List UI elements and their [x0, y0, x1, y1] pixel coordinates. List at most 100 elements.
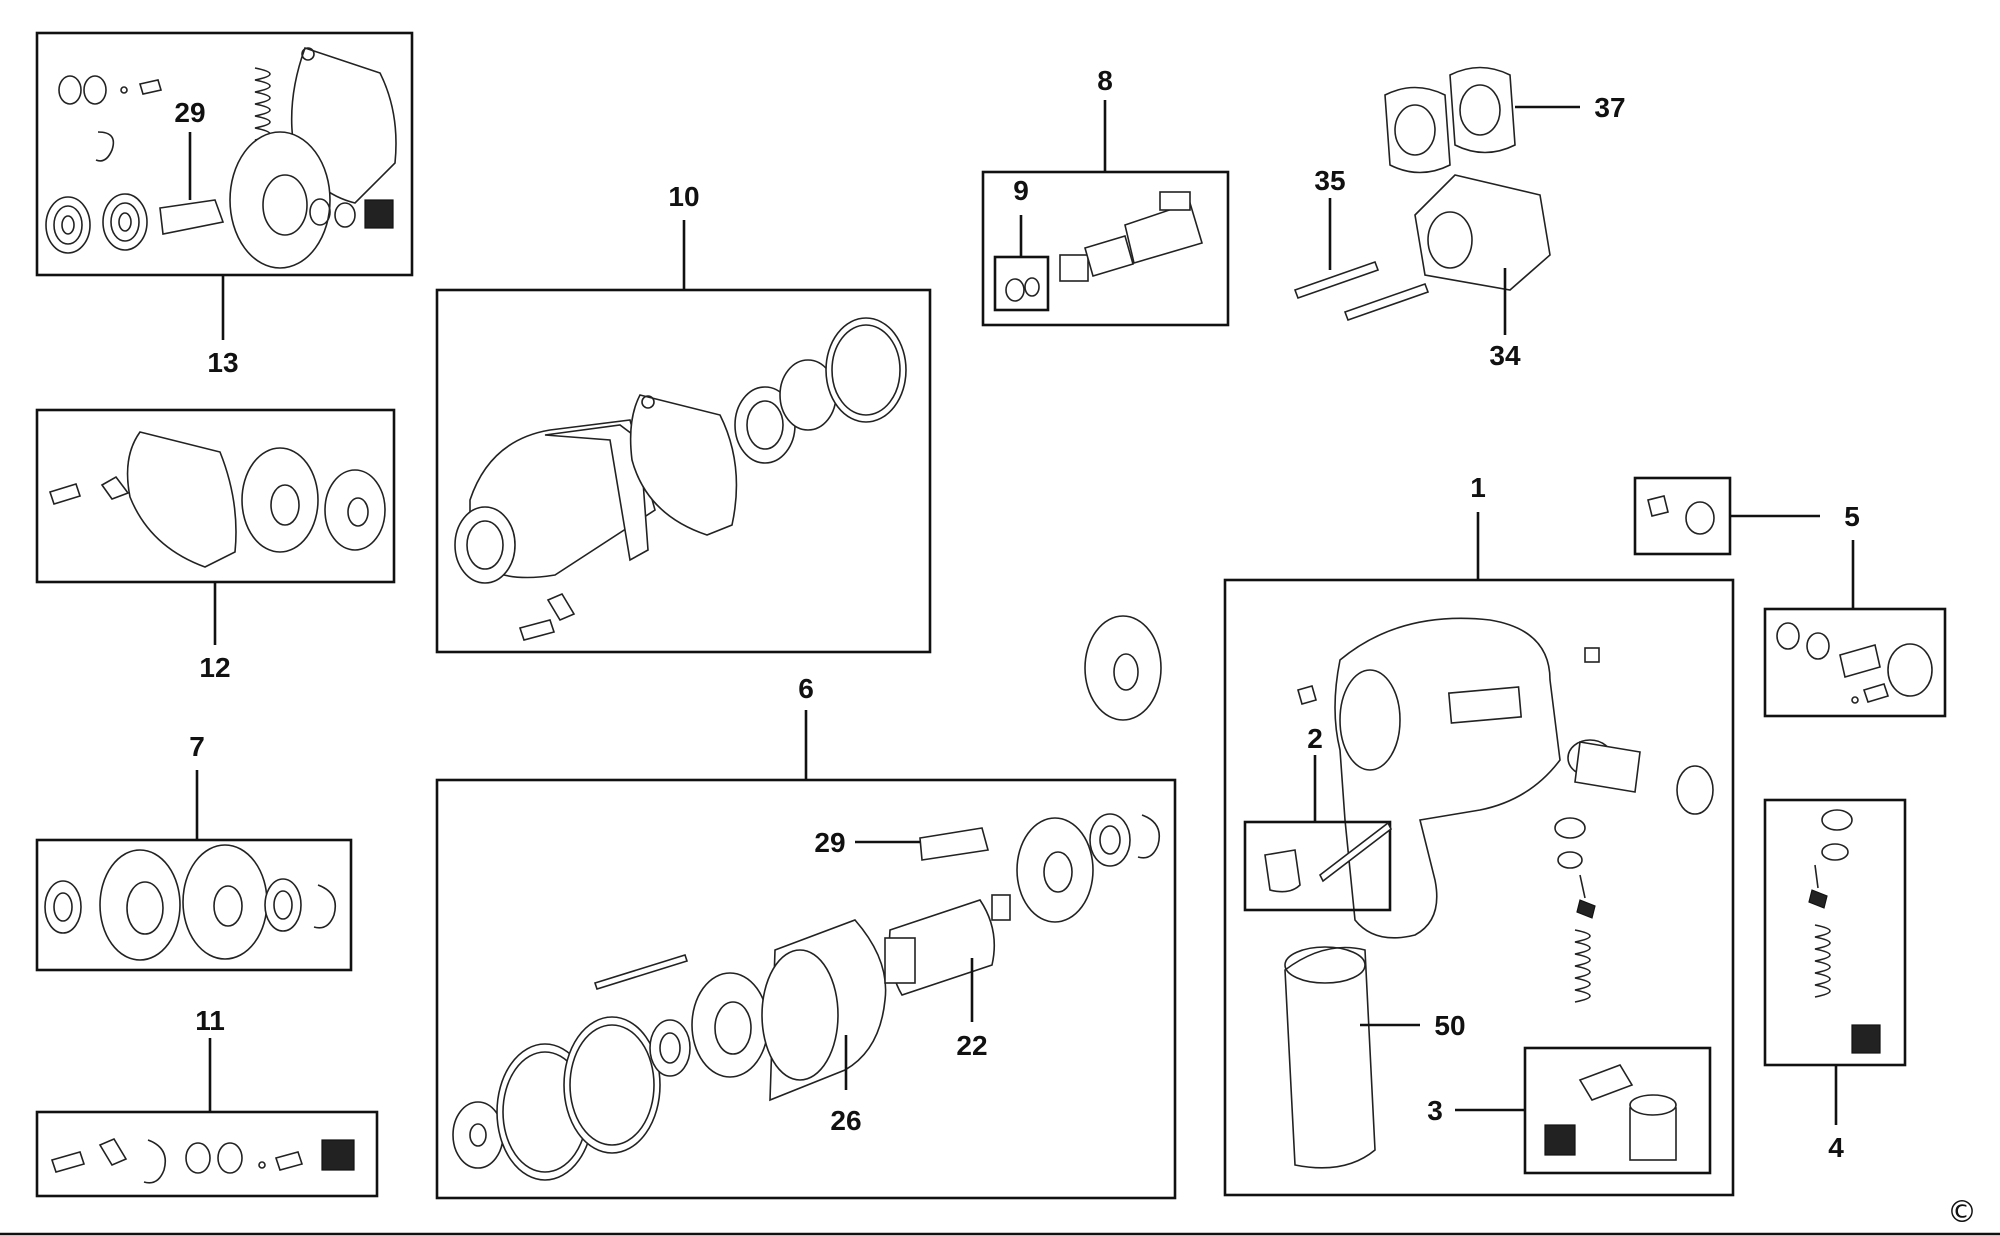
bearing-icon: [44, 880, 82, 934]
anvil-shaft-icon: [1059, 191, 1203, 282]
clip-icon: [95, 131, 115, 162]
bracket-icon: [100, 475, 130, 500]
group-8: 8 9: [981, 65, 1230, 327]
spring-icon: [1574, 929, 1591, 1003]
trigger-icon: [1264, 849, 1301, 893]
rotor-blade-icon: [159, 199, 225, 235]
end-plate-icon: [691, 972, 769, 1078]
set-screw-icon: [1862, 683, 1890, 703]
group-13-box: [35, 31, 414, 277]
bolt-icon: [48, 483, 82, 505]
motor-housing-icon: [454, 419, 656, 584]
bearing-icon: [102, 193, 148, 251]
bracket-icon: [98, 1137, 128, 1167]
label-29-group-6: 29: [814, 827, 845, 858]
bearing-icon: [1676, 765, 1714, 815]
group-10: 10: [435, 181, 932, 654]
washer-icon: [324, 469, 386, 551]
pin-icon: [593, 954, 689, 990]
group-6: 6 26 22 2: [435, 673, 1177, 1200]
label-10: 10: [668, 181, 699, 212]
label-26: 26: [830, 1105, 861, 1136]
filter-icon: [1544, 1124, 1576, 1156]
plug-icon: [1584, 647, 1600, 663]
label-8: 8: [1097, 65, 1113, 96]
bolt-icon: [518, 619, 556, 641]
valve-sleeve-icon: [1567, 739, 1641, 793]
pin-icon: [1318, 821, 1393, 883]
label-35: 35: [1314, 165, 1345, 196]
ring-icon: [563, 1016, 661, 1154]
bushing-icon: [734, 359, 837, 464]
bolt-icon: [50, 1151, 86, 1173]
group-7-box: [35, 838, 353, 972]
tool-housing-icon: [1334, 617, 1561, 939]
end-plate-icon: [182, 844, 268, 960]
clip-icon: [143, 1139, 167, 1184]
grip-sleeve-icon: [1284, 946, 1376, 1169]
end-plate-icon: [99, 849, 181, 961]
group-11-box: [35, 1110, 379, 1198]
label-22: 22: [956, 1030, 987, 1061]
label-1: 1: [1470, 472, 1486, 503]
label-11: 11: [195, 1005, 225, 1036]
pin-icon: [1293, 260, 1380, 300]
gasket-icon: [629, 394, 738, 536]
label-37: 37: [1594, 92, 1625, 123]
set-screw-icon: [1297, 685, 1317, 705]
hammer-icon: [1384, 66, 1516, 174]
group-5: 5: [1633, 476, 1947, 718]
set-screw-icon: [138, 79, 163, 95]
group-4: 4: [1763, 798, 1907, 1163]
hammer-cage-icon: [1414, 174, 1551, 291]
group-11: 11: [35, 1005, 379, 1198]
group-5a-box: [1633, 476, 1732, 556]
gasket-icon: [126, 431, 237, 568]
end-plate-icon: [229, 131, 331, 269]
label-4: 4: [1828, 1132, 1844, 1163]
hammer-cage-group: 37 34 35: [1293, 66, 1626, 371]
group-4-box: [1763, 798, 1907, 1067]
end-plate-icon: [1084, 615, 1162, 721]
clip-plate-icon: [1578, 1064, 1634, 1101]
label-5: 5: [1844, 501, 1860, 532]
bearing-icon: [264, 878, 302, 932]
ring-icon: [825, 317, 907, 423]
label-50: 50: [1434, 1010, 1465, 1041]
cylinder-icon: [761, 919, 887, 1102]
knob-icon: [1685, 501, 1715, 535]
rotor-icon: [884, 894, 1011, 996]
label-7: 7: [189, 731, 205, 762]
rotor-blade-icon: [919, 827, 990, 861]
label-3: 3: [1427, 1095, 1443, 1126]
end-plate-icon: [1016, 817, 1094, 923]
group-5b-box: [1763, 607, 1947, 718]
spring-icon: [1814, 924, 1831, 998]
pin-icon: [1343, 282, 1430, 322]
label-12: 12: [199, 652, 230, 683]
valve-stem-icon: [1808, 889, 1828, 909]
filter-icon: [1851, 1024, 1881, 1054]
label-2: 2: [1307, 723, 1323, 754]
label-9: 9: [1013, 175, 1029, 206]
group-7: 7: [35, 731, 353, 972]
reverse-valve-icon: [1839, 643, 1933, 697]
valve-stem-icon: [1576, 899, 1596, 919]
washer-icon: [452, 1101, 504, 1169]
copyright-mark: ©: [1947, 1195, 1977, 1230]
filter-icon: [321, 1139, 355, 1171]
group-2-box: [1243, 820, 1392, 912]
group-12: 12: [35, 408, 396, 683]
bearing-icon: [1089, 813, 1131, 867]
bracket-icon: [546, 592, 576, 622]
label-13: 13: [207, 347, 238, 378]
clip-icon: [1137, 814, 1161, 859]
bearing-icon: [45, 196, 91, 254]
label-6: 6: [798, 673, 814, 704]
clip-icon: [313, 884, 337, 929]
group-1: 1 2 50 3: [1223, 472, 1735, 1197]
air-inlet-icon: [1629, 1094, 1677, 1161]
filter-icon: [364, 199, 394, 229]
screw-icon: [1647, 495, 1669, 517]
end-plate-icon: [241, 447, 319, 553]
